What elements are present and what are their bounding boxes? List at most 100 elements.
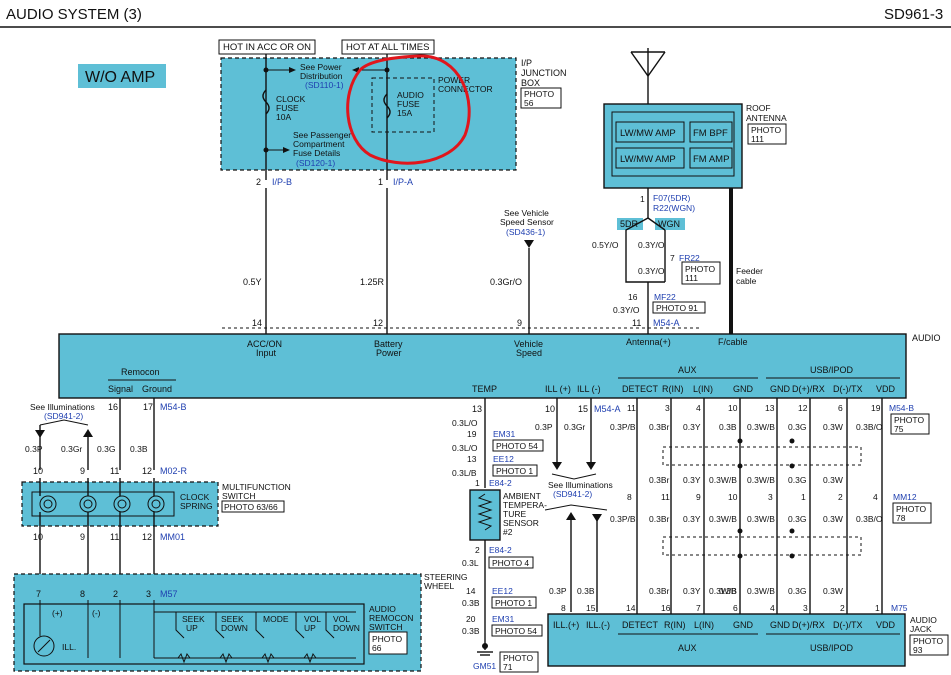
aux-usb-wires — [636, 398, 883, 614]
key-4b: UP — [304, 623, 316, 633]
m02-p4: 12 — [142, 466, 152, 476]
photo66-1: PHOTO — [372, 634, 402, 644]
usb-col-4: VDD — [876, 384, 896, 394]
w4-4b: 0.3B — [719, 586, 737, 596]
key-2a: SEEK — [221, 614, 244, 624]
m02-p1: 10 — [33, 466, 43, 476]
tag-5dr: 5DR — [620, 219, 639, 229]
em31b-num: 20 — [466, 614, 476, 624]
sw-ill: ILL. — [62, 642, 76, 652]
m02r: M02-R — [160, 466, 188, 476]
jack-col-6: D(+)/RX — [792, 620, 825, 630]
jack-col-5: GND — [770, 620, 791, 630]
roof-antenna-box — [603, 103, 743, 189]
usb-col-1: GND — [770, 384, 791, 394]
m75-p6: 3 — [803, 603, 808, 613]
sensor-5: #2 — [503, 527, 513, 537]
mf22-num: 16 — [628, 292, 638, 302]
m75-p8: 1 — [875, 603, 880, 613]
feeder-1: Feeder — [736, 266, 763, 276]
aux-col-2: R(IN) — [662, 384, 684, 394]
in-batt-2: Power — [376, 348, 402, 358]
junction-label-1: I/P — [521, 58, 532, 68]
w-2: 0.3Br — [649, 422, 669, 432]
w2-5: 0.3W/B — [747, 475, 775, 485]
diagram-code: SD961-3 — [884, 6, 943, 23]
ill-w3: 0.3P — [549, 586, 567, 596]
ill-w4: 0.3B — [577, 586, 595, 596]
in-acc-2: Input — [256, 348, 277, 358]
pin-a-num: 1 — [378, 177, 383, 187]
aux-p3: 4 — [696, 403, 701, 413]
m75-p1: 14 — [626, 603, 636, 613]
w2-7: 0.3W — [823, 475, 843, 485]
temp-photo4: PHOTO 4 — [492, 558, 529, 568]
key-1b: UP — [186, 623, 198, 633]
w2-4: 0.3W/B — [709, 475, 737, 485]
w4-6: 0.3G — [788, 586, 806, 596]
clock-spring-1: CLOCK — [180, 492, 210, 502]
ll-see-ill-2: (SD941-2) — [44, 411, 83, 421]
m02-p2: 9 — [80, 466, 85, 476]
sw-plus: (+) — [52, 608, 63, 618]
ambient-temp-sensor — [469, 489, 501, 541]
temp-photo54b: PHOTO 54 — [495, 626, 537, 636]
w3-6: 0.3G — [788, 514, 806, 524]
temp-w6: 0.3B — [462, 626, 480, 636]
in-antenna: Antenna(+) — [626, 337, 671, 347]
remocon-sw-2: REMOCON — [369, 613, 413, 623]
mm01-p3: 11 — [110, 532, 119, 542]
w3-2: 0.3Br — [649, 514, 669, 524]
mf-label-1: MULTIFUNCTION — [222, 482, 291, 492]
steering-wheel-area — [13, 573, 422, 672]
junction-photo-2: 56 — [524, 98, 534, 108]
vss-1: See Vehicle — [504, 208, 549, 218]
temp-w4: 0.3L — [462, 558, 479, 568]
mm12-p2: 11 — [661, 492, 670, 502]
temp-photo1b: PHOTO 1 — [495, 598, 532, 608]
antenna-block-4: FM AMP — [693, 154, 729, 165]
e84: E84-2 — [489, 478, 512, 488]
em31: EM31 — [493, 429, 515, 439]
aux-col-3: L(IN) — [693, 384, 713, 394]
audio-pin-11: 11 — [632, 318, 641, 328]
ill-plus: ILL (+) — [545, 384, 571, 394]
mm12-p5: 3 — [768, 492, 773, 502]
antenna-label-2: ANTENNA — [746, 113, 787, 123]
em31-num: 19 — [467, 429, 477, 439]
photo78-2: 78 — [896, 513, 906, 523]
sensor-3: TURE — [503, 509, 526, 519]
ill-w2: 0.3Gr — [564, 422, 585, 432]
jack-col-1: DETECT — [622, 620, 659, 630]
audio-pin-9: 9 — [517, 318, 522, 328]
audio-fuse-3: 15A — [397, 108, 412, 118]
aux-label: AUX — [678, 365, 697, 375]
vss-ref: (SD436-1) — [506, 227, 545, 237]
w-6: 0.3G — [788, 422, 806, 432]
m75-p7: 2 — [840, 603, 845, 613]
m75: M75 — [891, 603, 908, 613]
see-pass-3: Fuse Details — [293, 148, 340, 158]
remocon-sw-1: AUDIO — [369, 604, 396, 614]
in-acc-1: ACC/ON — [247, 339, 282, 349]
sensor-1: AMBIENT — [503, 491, 541, 501]
aux-col-1: DETECT — [622, 384, 659, 394]
photo71-2: 71 — [503, 662, 513, 672]
photo6366: PHOTO 63/66 — [224, 502, 278, 512]
e84-num: 1 — [475, 478, 480, 488]
m57: M57 — [160, 589, 178, 599]
ground-label: Ground — [142, 384, 172, 394]
photo66-2: 66 — [372, 643, 382, 653]
in-fcable: F/cable — [718, 337, 748, 347]
in-vss-2: Speed — [516, 348, 542, 358]
jack-col-4: GND — [733, 620, 754, 630]
e84b: E84-2 — [489, 545, 512, 555]
w4-4: 0.3W/B — [709, 586, 737, 596]
junction-label-3: BOX — [521, 78, 540, 88]
key-5a: VOL — [333, 614, 350, 624]
usb-col-2: D(+)/RX — [792, 384, 825, 394]
audio-fuse-2: FUSE — [397, 99, 420, 109]
w3-1: 0.3P/B — [610, 514, 636, 524]
ee12b-num: 14 — [466, 586, 476, 596]
w-7: 0.3W — [823, 422, 843, 432]
